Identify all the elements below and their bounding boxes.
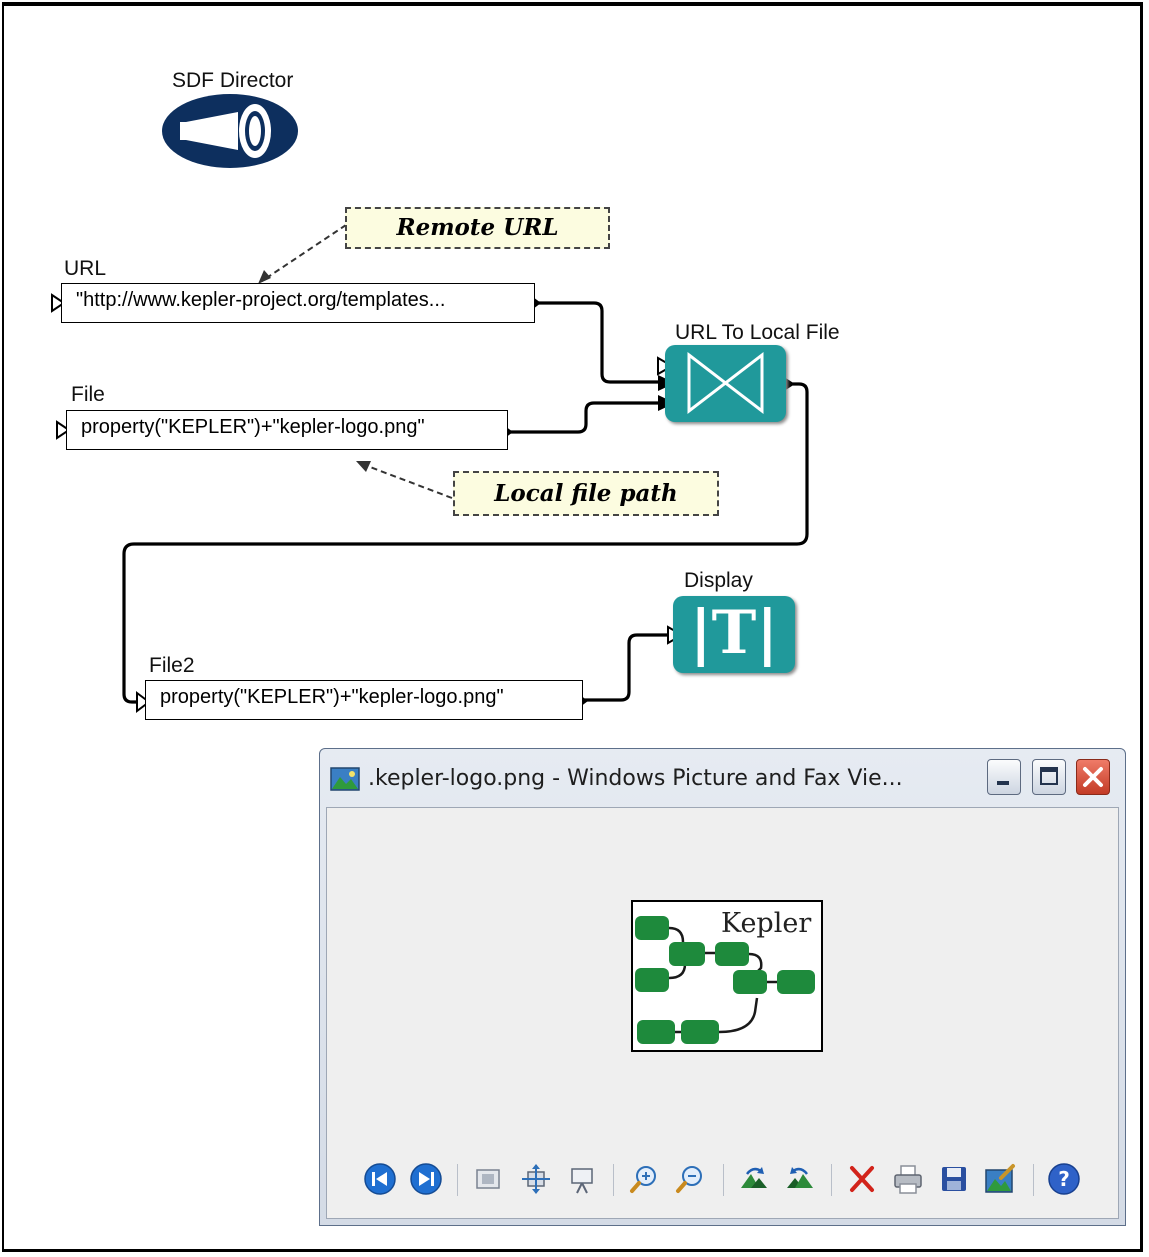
window-title: .kepler-logo.png - Windows Picture and F… [368,766,903,791]
connection-file2-to-display [583,633,673,702]
rotate-clockwise-icon [741,1167,767,1188]
image-viewport[interactable]: Kepler [326,807,1119,1219]
best-fit-icon [476,1169,500,1189]
annotation-local-file-path[interactable]: Local file path [453,471,719,516]
toolbar-separator [613,1164,614,1196]
delete-icon [850,1166,874,1192]
rotate-counterclockwise-icon [787,1167,813,1188]
zoom-in-icon [630,1166,656,1193]
previous-image-button[interactable] [363,1162,397,1196]
annotation-remote-url[interactable]: Remote URL [345,207,610,249]
connection-actor-to-file2 [122,382,809,704]
rotate-clockwise-button[interactable] [737,1162,771,1196]
next-image-button[interactable] [409,1162,443,1196]
previous-image-icon [364,1163,396,1195]
parameter-url-label: URL [64,257,107,280]
parameter-file2-value: property("KEPLER")+"kepler-logo.png" [160,686,504,708]
picture-app-icon [330,767,360,791]
parameter-url-value: "http://www.kepler-project.org/templates… [76,289,446,311]
zoom-in-button[interactable] [627,1162,661,1196]
actor-url-to-local-label: URL To Local File [675,321,840,344]
parameter-file[interactable]: property("KEPLER")+"kepler-logo.png" [66,410,508,450]
connection-url-to-actor [537,301,666,384]
save-button[interactable] [937,1162,971,1196]
annotation-remote-url-text: Remote URL [396,214,559,241]
toolbar-separator [723,1164,724,1196]
toolbar-separator [457,1164,458,1196]
help-icon: ? [1048,1163,1080,1195]
actual-size-button[interactable] [519,1162,553,1196]
port-file-in [56,420,71,440]
bowtie-icon [687,351,764,415]
minimize-icon [997,781,1009,785]
toolbar-separator [1033,1164,1034,1196]
parameter-file-value: property("KEPLER")+"kepler-logo.png" [81,416,425,438]
annotation-arrowhead-remote [258,270,271,284]
parameter-file-label: File [71,383,105,406]
director-label: SDF Director [172,69,294,92]
edit-image-button[interactable] [983,1162,1017,1196]
annotation-arrowhead-local [356,461,371,472]
sdf-director-icon[interactable] [160,92,300,170]
annotation-pointer-remote [261,224,347,282]
toolbar-separator [831,1164,832,1196]
zoom-out-button[interactable] [673,1162,707,1196]
slide-show-icon [571,1168,593,1194]
port-url-in [51,293,66,313]
port-file2-in [136,691,151,713]
kepler-logo-text: Kepler [721,908,811,939]
actor-display[interactable]: |T| [673,596,795,673]
parameter-file2-label: File2 [149,654,195,677]
kepler-logo-graphic: Kepler [635,908,815,1044]
slide-show-button[interactable] [565,1162,599,1196]
annotation-pointer-local [361,463,453,499]
parameter-file2[interactable]: property("KEPLER")+"kepler-logo.png" [145,680,583,720]
picture-viewer-window[interactable]: .kepler-logo.png - Windows Picture and F… [319,748,1126,1226]
help-button[interactable]: ? [1047,1162,1081,1196]
print-button[interactable] [891,1162,925,1196]
rotate-counterclockwise-button[interactable] [783,1162,817,1196]
actual-size-icon [522,1164,550,1194]
best-fit-button[interactable] [471,1162,505,1196]
text-display-icon: |T| [689,598,779,668]
zoom-out-icon [676,1166,702,1193]
close-button[interactable] [1076,759,1110,795]
edit-image-icon [985,1164,1015,1193]
minimize-button[interactable] [987,759,1021,795]
actor-display-label: Display [684,569,753,592]
parameter-url[interactable]: "http://www.kepler-project.org/templates… [61,283,535,323]
next-image-icon [410,1163,442,1195]
close-icon [1083,767,1103,787]
connection-file-to-actor [509,401,666,434]
print-icon [894,1165,922,1194]
svg-text:?: ? [1058,1167,1070,1191]
actor-url-to-local-file[interactable] [665,345,786,422]
delete-button[interactable] [845,1162,879,1196]
maximize-button[interactable] [1032,759,1066,795]
kepler-logo-image: Kepler [631,900,823,1052]
annotation-local-file-path-text: Local file path [494,480,678,507]
window-titlebar[interactable]: .kepler-logo.png - Windows Picture and F… [320,749,1125,807]
save-icon [942,1167,966,1191]
maximize-icon [1040,767,1058,785]
